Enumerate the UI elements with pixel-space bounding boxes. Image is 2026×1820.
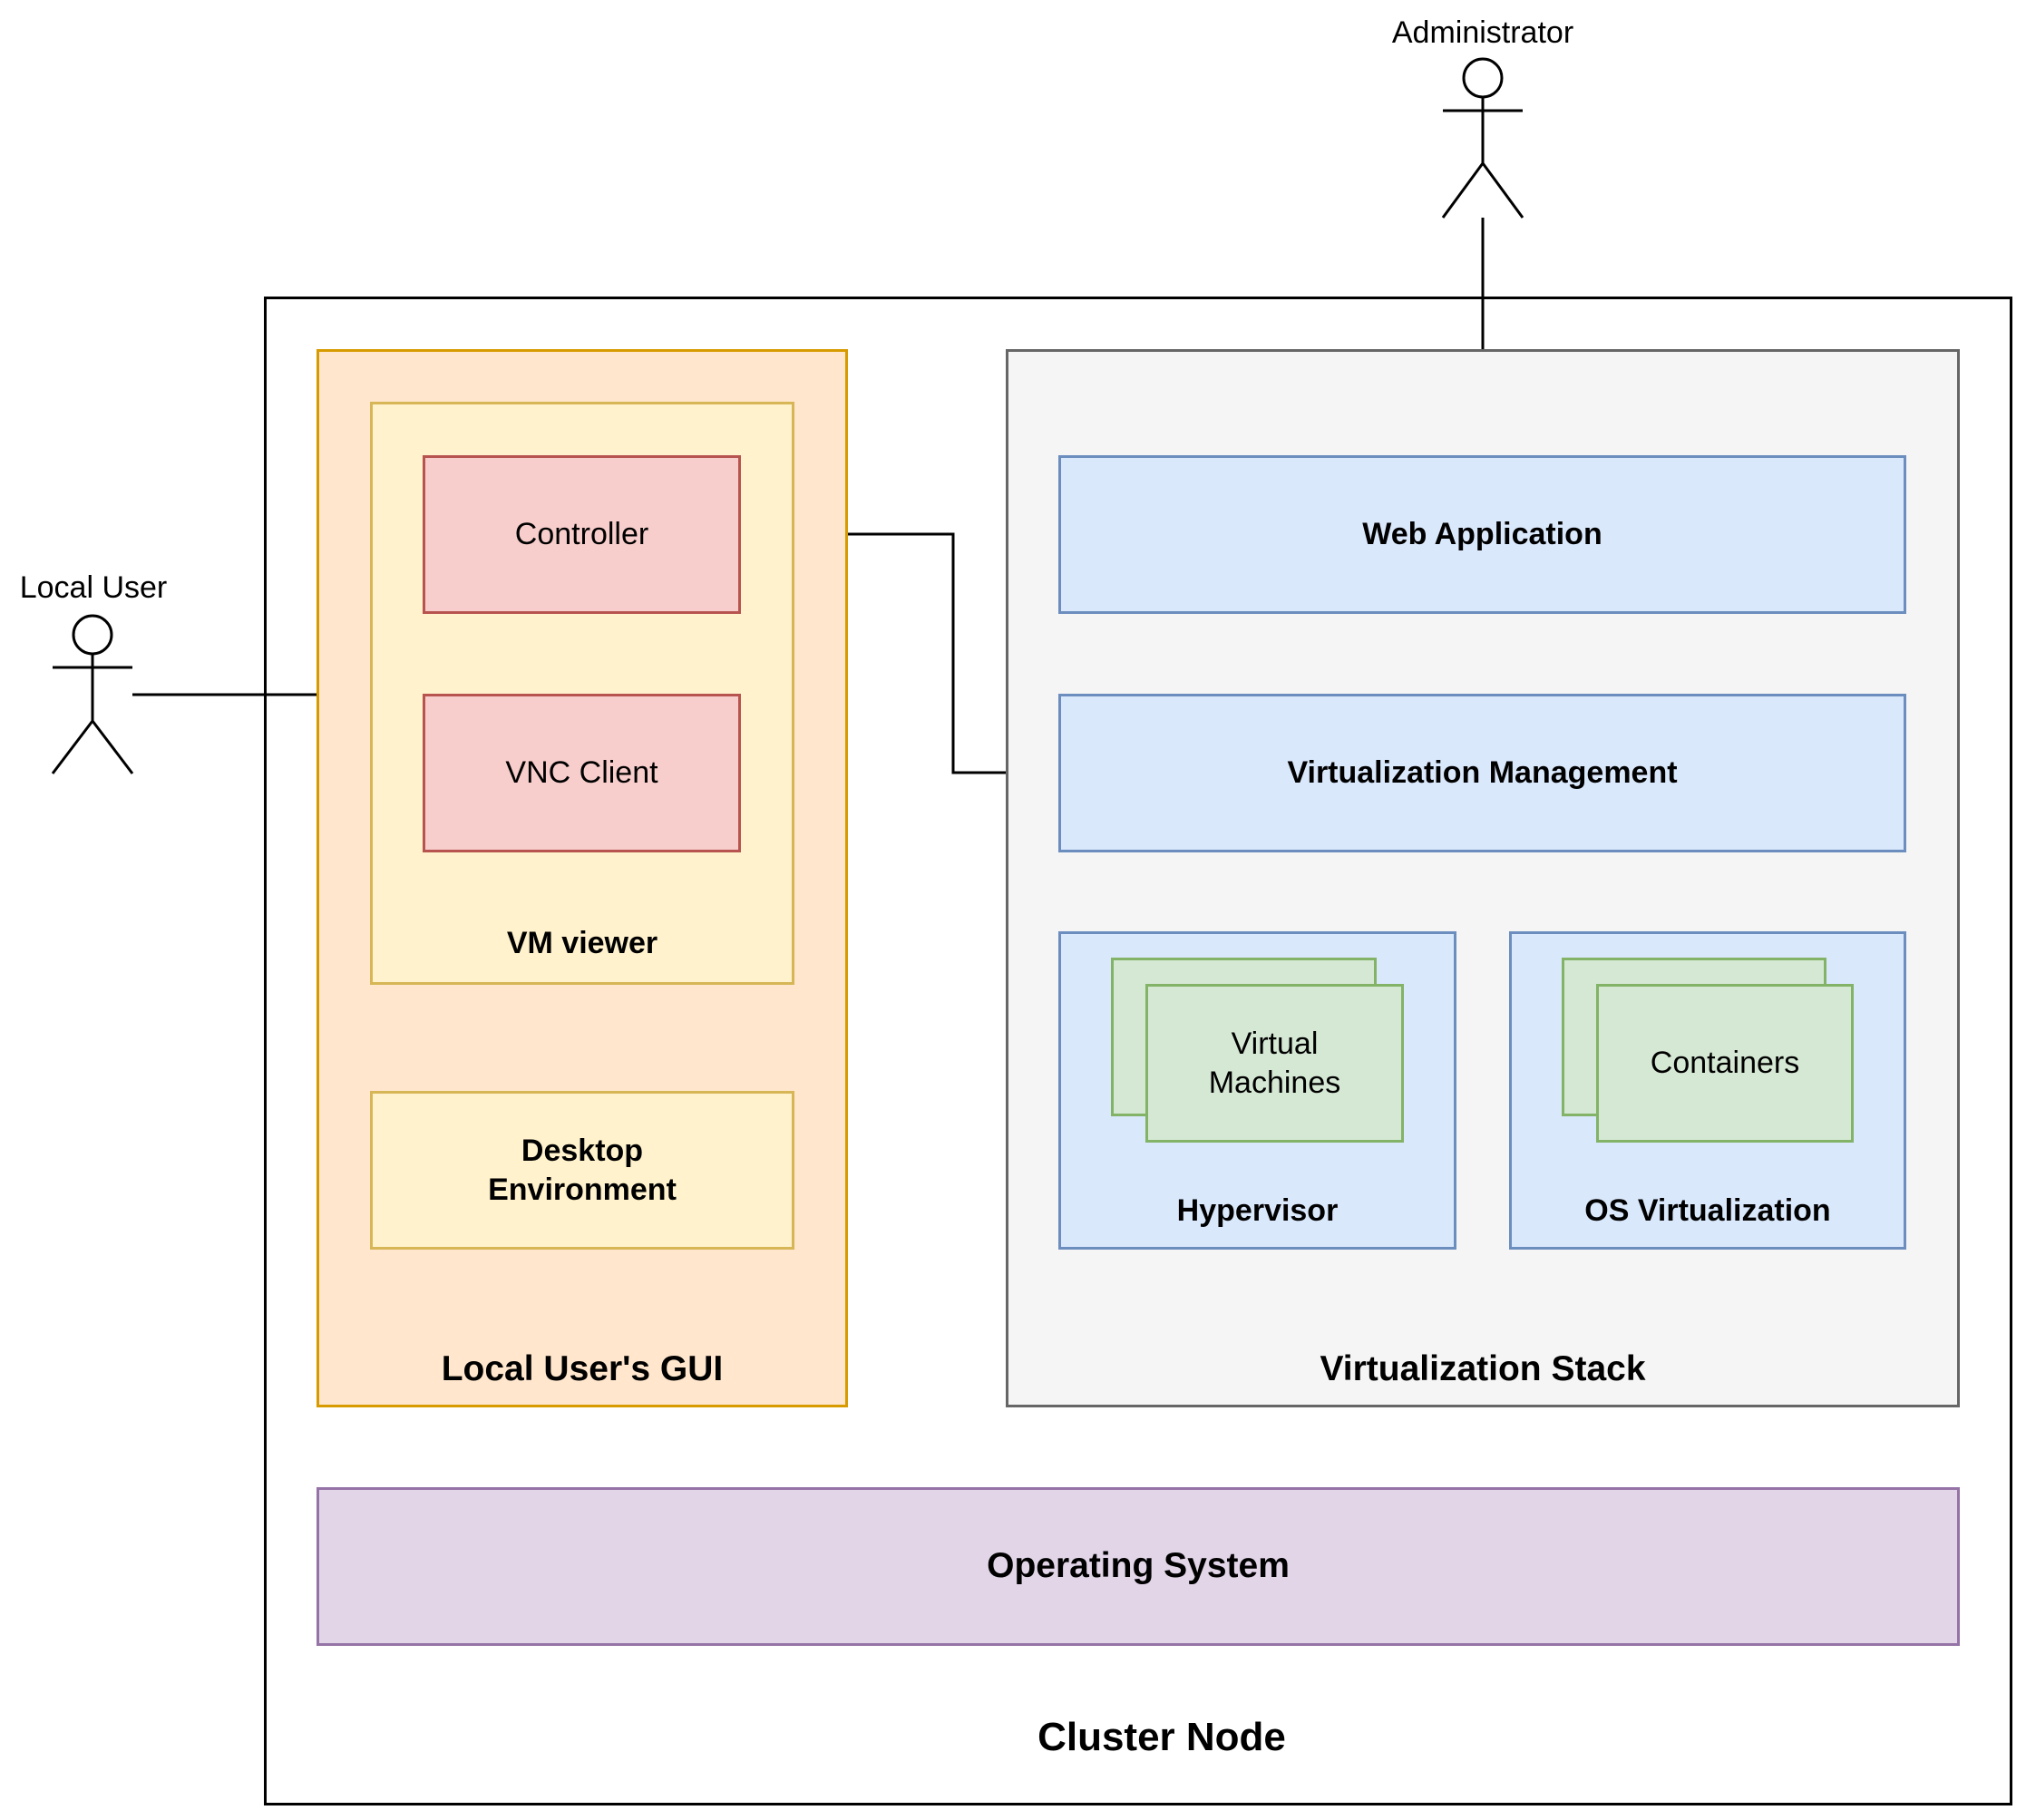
virtualization-stack-label: Virtualization Stack [1320, 1349, 1646, 1388]
vnc-client-box: VNC Client [423, 694, 741, 852]
operating-system-box: Operating System [317, 1487, 1960, 1646]
local-user-actor-icon [51, 614, 134, 774]
virtualization-management-box: Virtualization Management [1058, 694, 1906, 852]
administrator-actor-icon [1441, 57, 1524, 219]
containers-box: Containers [1596, 984, 1854, 1143]
web-application-box: Web Application [1058, 455, 1906, 614]
cluster-node-container [264, 297, 2012, 1805]
local-gui-label: Local User's GUI [441, 1349, 724, 1388]
virtual-machines-box: Virtual Machines [1145, 984, 1404, 1143]
hypervisor-label: Hypervisor [1176, 1193, 1339, 1228]
local-user-label: Local User [19, 570, 168, 605]
desktop-environment-box: Desktop Environment [370, 1091, 794, 1250]
controller-box: Controller [423, 455, 741, 614]
os-virtualization-label: OS Virtualization [1584, 1193, 1831, 1228]
administrator-label: Administrator [1391, 15, 1574, 50]
vm-viewer-label: VM viewer [506, 926, 658, 960]
cluster-node-label: Cluster Node [1037, 1715, 1286, 1759]
